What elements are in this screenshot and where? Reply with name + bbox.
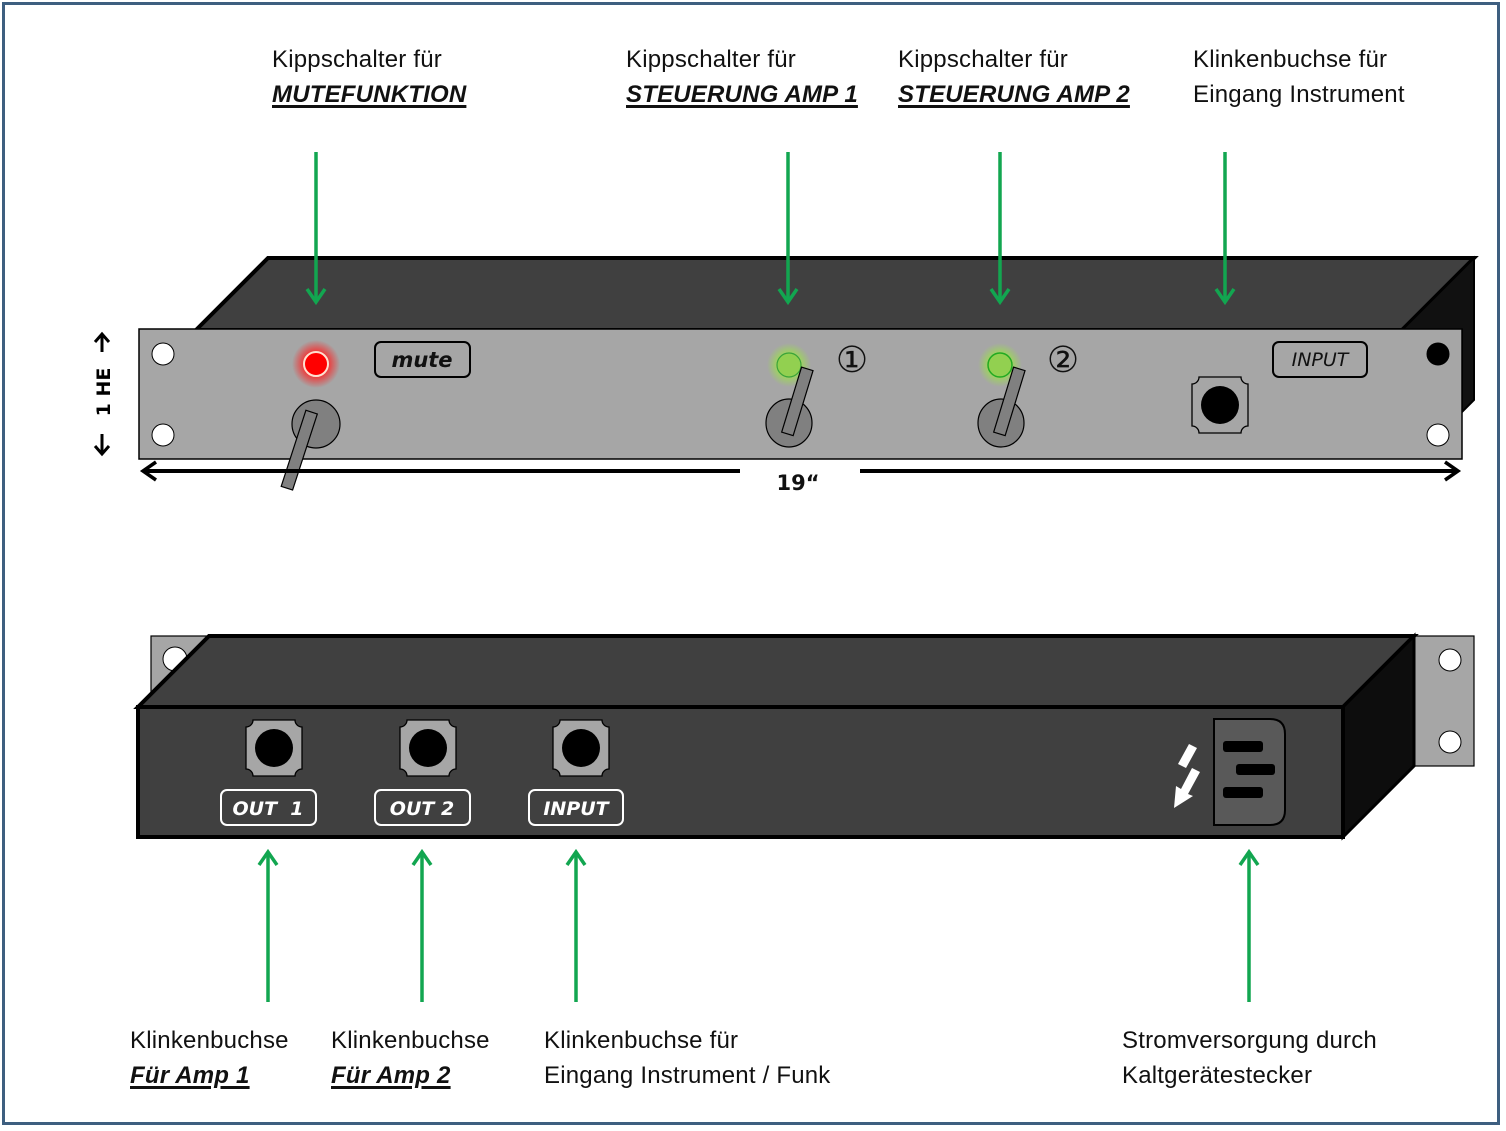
- label-power-inlet: Stromversorgung durch Kaltgerätestecker: [1122, 1023, 1377, 1093]
- mounting-hole-dark: [1426, 342, 1450, 366]
- label-front-input-jack: Klinkenbuchse für Eingang Instrument: [1193, 42, 1405, 112]
- inlet-pin: [1223, 787, 1263, 798]
- amp1-toggle-switch[interactable]: [765, 366, 814, 448]
- label-line2: Eingang Instrument / Funk: [544, 1062, 831, 1089]
- switch1-number: ①: [836, 340, 868, 381]
- mounting-hole: [151, 423, 175, 447]
- mounting-hole: [1438, 648, 1462, 672]
- rear-unit: OUT 1 OUT 2 INPUT: [133, 632, 1475, 841]
- arrow-to-rear-input: [565, 848, 587, 1002]
- front-input-jack[interactable]: [1191, 376, 1249, 434]
- out1-label-box: [220, 789, 317, 826]
- label-line1: Kippschalter für: [898, 46, 1068, 73]
- mounting-hole: [151, 342, 175, 366]
- arrow-to-amp2-switch: [989, 152, 1011, 306]
- pointer-arrows: [257, 152, 1260, 1002]
- height-label: 1 HE: [93, 368, 115, 417]
- inlet-pin: [1236, 764, 1275, 775]
- label-amp2-switch: Kippschalter für STEUERUNG AMP 2: [898, 42, 1130, 112]
- label-out2-jack: Klinkenbuchse Für Amp 2: [331, 1023, 490, 1093]
- front-input-label-box: [1272, 341, 1368, 378]
- amp2-toggle-switch[interactable]: [977, 366, 1026, 448]
- label-amp1-switch: Kippschalter für STEUERUNG AMP 1: [626, 42, 858, 112]
- arrow-to-mute-switch: [305, 152, 327, 306]
- arrow-to-out1: [257, 848, 279, 1002]
- mute-label-box: [374, 341, 471, 378]
- mute-label: mute: [391, 348, 452, 372]
- label-line2: Kaltgerätestecker: [1122, 1062, 1313, 1089]
- label-line1: Klinkenbuchse für: [544, 1027, 739, 1054]
- label-line1: Kippschalter für: [272, 46, 442, 73]
- rear-panel: [136, 705, 1345, 839]
- front-unit: mute ① ② INPUT: [93, 255, 1479, 495]
- label-line1: Stromversorgung durch: [1122, 1027, 1377, 1054]
- out1-jack[interactable]: [245, 719, 303, 777]
- label-rear-input-jack: Klinkenbuchse für Eingang Instrument / F…: [544, 1023, 830, 1093]
- label-line2: STEUERUNG AMP 1: [626, 81, 858, 108]
- label-line1: Klinkenbuchse: [130, 1027, 289, 1054]
- mounting-hole: [1438, 730, 1462, 754]
- label-line2: Für Amp 2: [331, 1062, 451, 1089]
- inlet-pin: [1223, 741, 1263, 752]
- out1-label: OUT 1: [233, 798, 304, 820]
- arrow-to-amp1-switch: [777, 152, 799, 306]
- height-dimension: 1 HE: [93, 331, 115, 457]
- label-line2: Für Amp 1: [130, 1062, 250, 1089]
- width-label: 19“: [776, 471, 819, 495]
- arrow-to-out2: [411, 848, 433, 1002]
- rear-input-label: INPUT: [543, 798, 610, 820]
- lightning-icon: [1174, 744, 1200, 808]
- out2-label: OUT 2: [390, 798, 454, 820]
- mute-led: [292, 340, 340, 388]
- label-line2: MUTEFUNKTION: [272, 81, 467, 108]
- rear-input-jack[interactable]: [552, 719, 610, 777]
- label-line1: Kippschalter für: [626, 46, 796, 73]
- arrow-to-front-input: [1214, 152, 1236, 306]
- front-housing-top: [191, 256, 1479, 332]
- label-mute-switch: Kippschalter für MUTEFUNKTION: [272, 42, 466, 112]
- label-line1: Klinkenbuchse: [331, 1027, 490, 1054]
- rear-input-label-box: [528, 789, 624, 826]
- label-line2: STEUERUNG AMP 2: [898, 81, 1130, 108]
- front-input-label: INPUT: [1292, 349, 1350, 371]
- out2-jack[interactable]: [399, 719, 457, 777]
- rear-housing-top: [133, 634, 1419, 709]
- mounting-hole: [1426, 423, 1450, 447]
- label-line1: Klinkenbuchse für: [1193, 46, 1388, 73]
- out2-label-box: [374, 789, 471, 826]
- label-out1-jack: Klinkenbuchse Für Amp 1: [130, 1023, 289, 1093]
- width-dimension: 19“: [139, 460, 1462, 495]
- power-inlet[interactable]: [1213, 718, 1286, 826]
- arrow-to-power-inlet: [1238, 848, 1260, 1002]
- switch2-number: ②: [1047, 340, 1079, 381]
- label-line2: Eingang Instrument: [1193, 81, 1405, 108]
